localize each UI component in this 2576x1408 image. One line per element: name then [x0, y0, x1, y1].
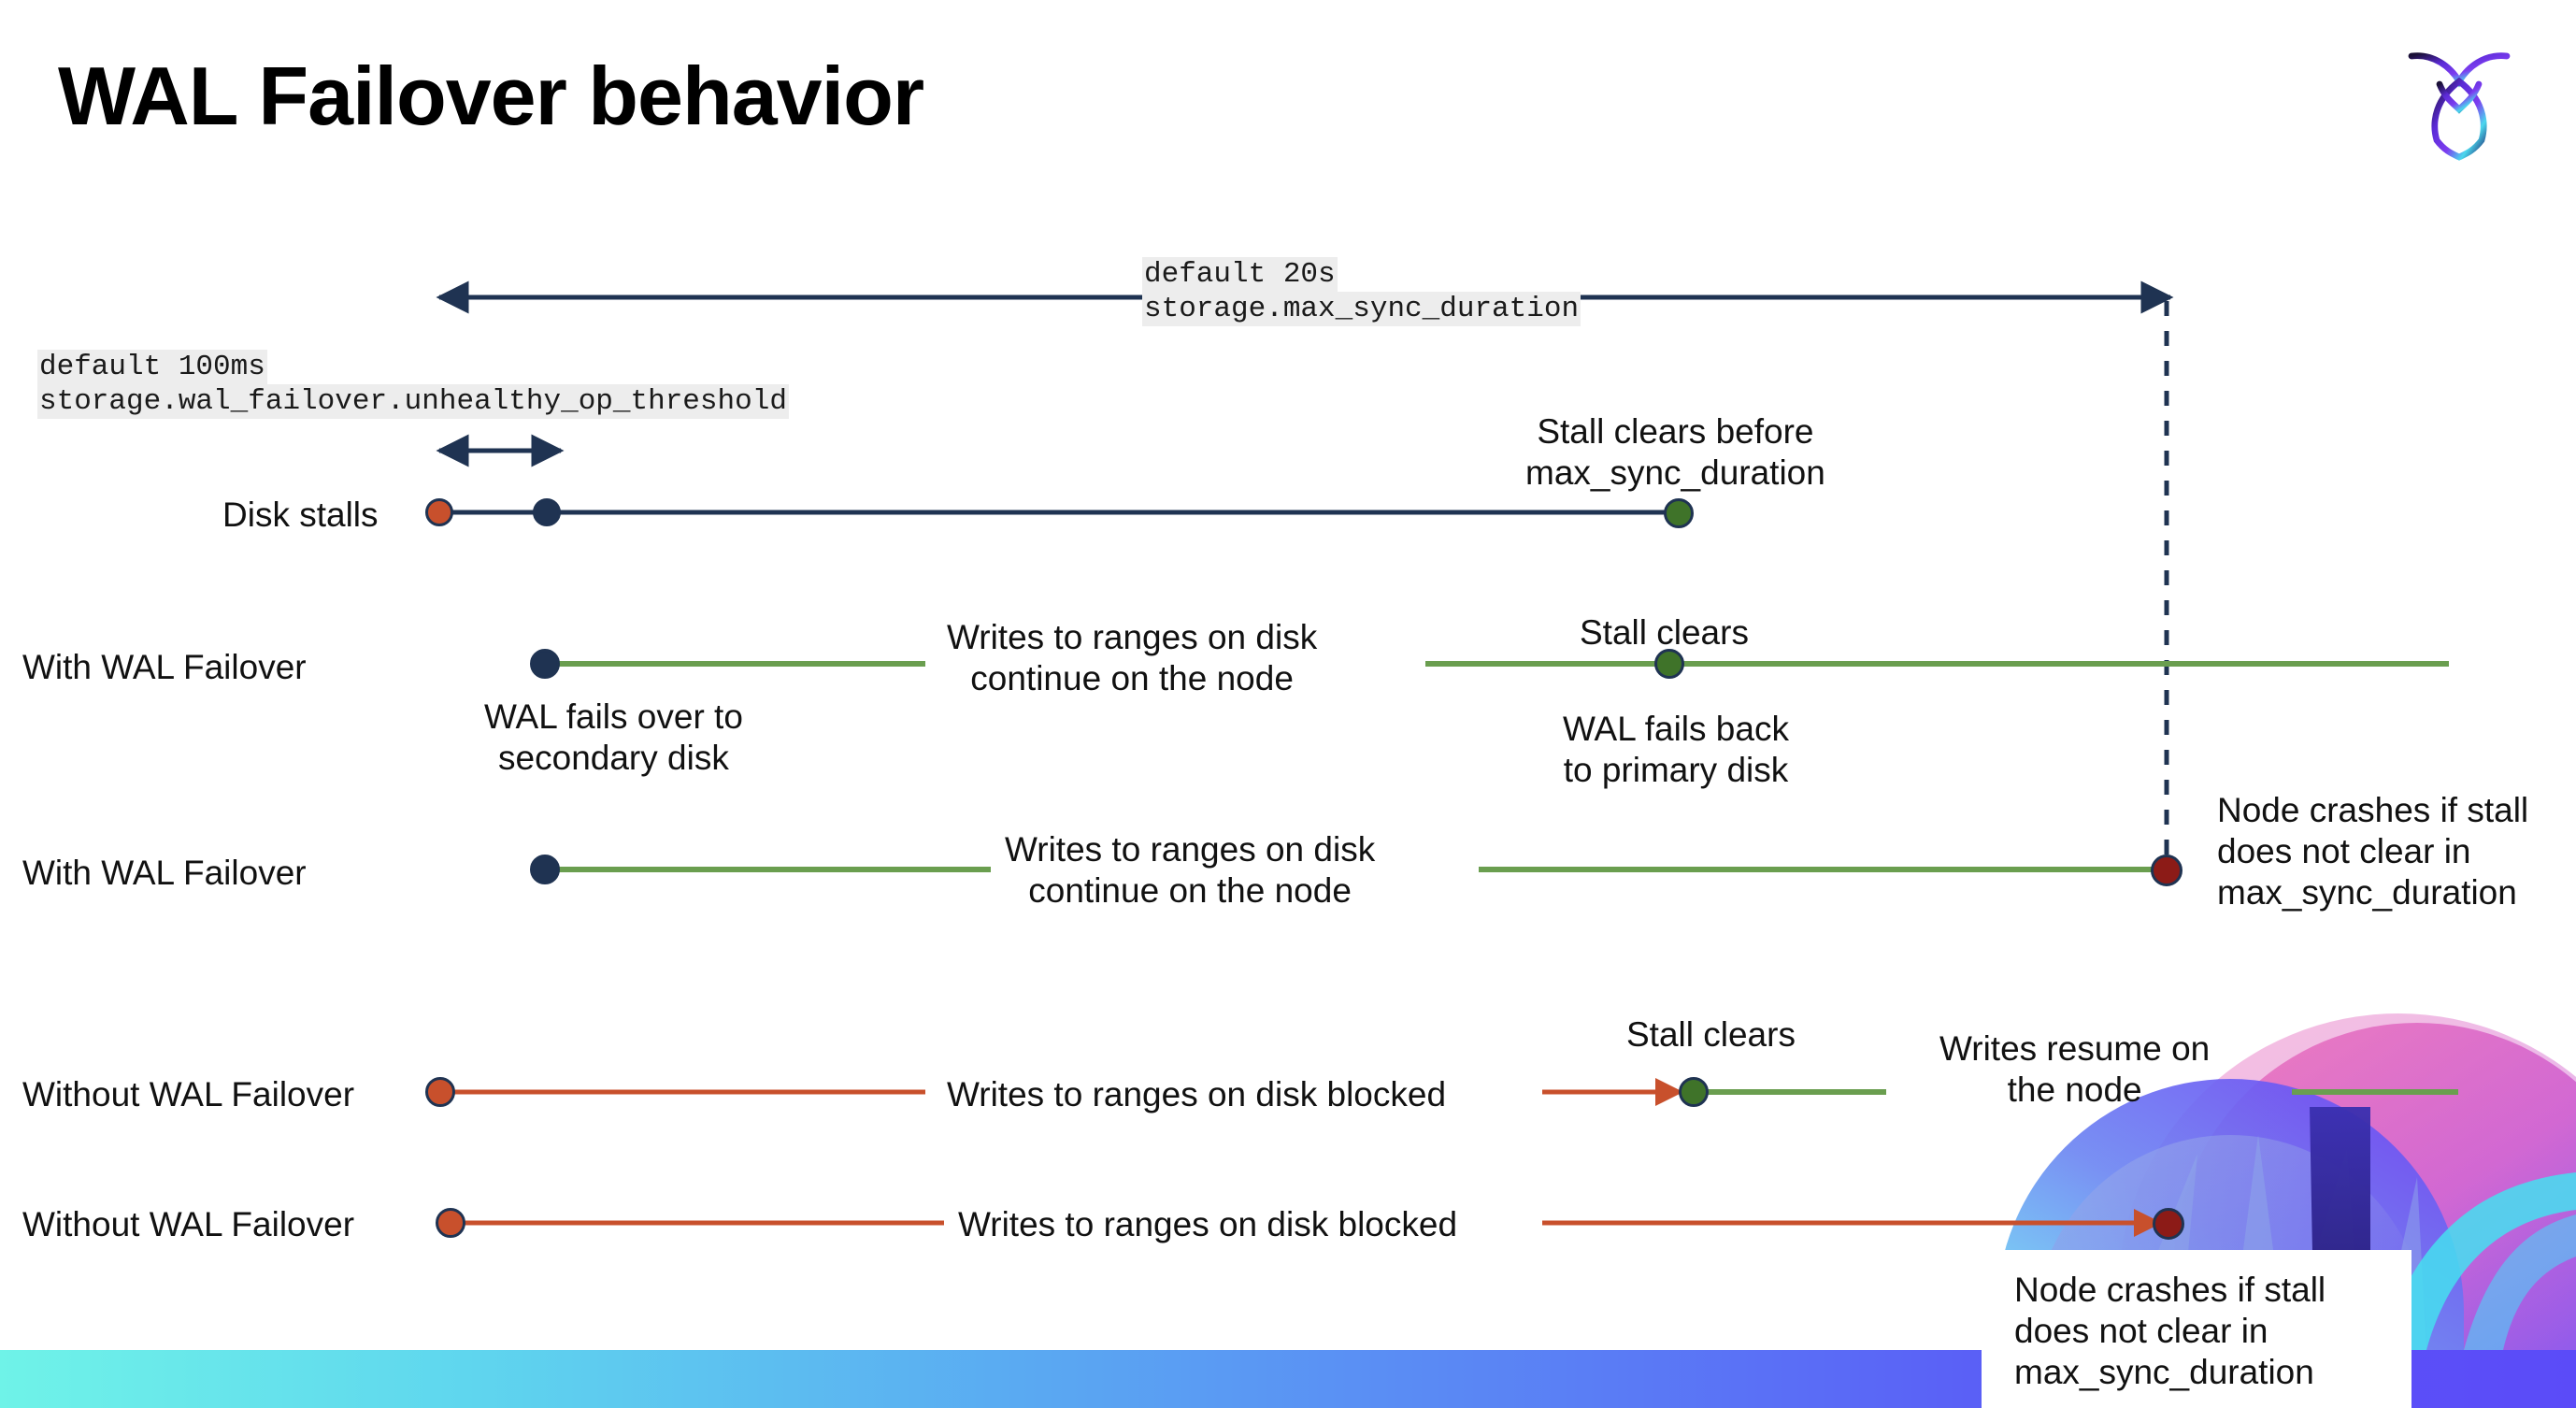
- note-writes-continue-1-line1: Writes to ranges on disk: [947, 618, 1318, 656]
- node-crashes-callout-box: [1982, 1250, 2411, 1408]
- marker-stall-clears-row4: [1679, 1077, 1709, 1107]
- note-wal-fails-back: WAL fails back to primary disk: [1563, 709, 1789, 791]
- unhealthy-op-threshold-annotation: default 100ms storage.wal_failover.unhea…: [37, 350, 789, 419]
- note-writes-continue-2-line1: Writes to ranges on disk: [1005, 830, 1376, 869]
- unhealthy-op-default-text: default 100ms: [37, 350, 267, 384]
- note-wal-fails-over: WAL fails over to secondary disk: [484, 697, 743, 779]
- max-sync-setting-text: storage.max_sync_duration: [1142, 292, 1581, 326]
- marker-node-crash-2: [2153, 1208, 2184, 1240]
- note-writes-continue-2-line2: continue on the node: [1028, 871, 1352, 911]
- row-label-with-wal-failover-1: With WAL Failover: [22, 648, 307, 686]
- note-stall-clears-before-line2: max_sync_duration: [1525, 453, 1825, 493]
- marker-disk-stall-start-row5: [436, 1208, 465, 1238]
- cockroachdb-logo-icon: [2389, 28, 2529, 168]
- note-stall-clears-2-line1: Stall clears: [1626, 1015, 1796, 1054]
- note-node-crashes-2: Node crashes if stall does not clear in …: [2014, 1270, 2388, 1393]
- marker-node-crash-1: [2151, 855, 2182, 886]
- row-label-without-wal-failover-2: Without WAL Failover: [22, 1205, 355, 1243]
- unhealthy-op-setting-text: storage.wal_failover.unhealthy_op_thresh…: [37, 384, 789, 419]
- note-writes-continue-1: Writes to ranges on disk continue on the…: [947, 617, 1317, 699]
- note-writes-blocked-1: Writes to ranges on disk blocked: [947, 1075, 1447, 1113]
- marker-wal-fails-over-1: [530, 649, 560, 679]
- note-wal-fails-back-line2: to primary disk: [1563, 751, 1789, 790]
- max-sync-duration-annotation: default 20s storage.max_sync_duration: [1142, 257, 1581, 326]
- note-writes-resume-line1: Writes resume on: [1939, 1029, 2211, 1068]
- note-writes-continue-1-line2: continue on the node: [970, 659, 1294, 698]
- note-node-crashes-2-line1: Node crashes if stall: [2014, 1271, 2326, 1309]
- note-stall-clears-1-line1: Stall clears: [1580, 613, 1749, 652]
- marker-stall-clears-disk-row: [1664, 498, 1694, 528]
- note-stall-clears-before: Stall clears before max_sync_duration: [1525, 411, 1825, 494]
- note-node-crashes-1: Node crashes if stall does not clear in …: [2217, 790, 2572, 913]
- marker-wal-fails-over-2: [530, 855, 560, 884]
- note-node-crashes-1-line3: max_sync_duration: [2217, 873, 2517, 912]
- row-label-without-wal-failover-1: Without WAL Failover: [22, 1075, 355, 1113]
- note-wal-fails-back-line1: WAL fails back: [1563, 710, 1789, 748]
- row-label-with-wal-failover-2: With WAL Failover: [22, 854, 307, 892]
- note-node-crashes-2-line3: max_sync_duration: [2014, 1353, 2314, 1392]
- note-stall-clears-1: Stall clears: [1580, 612, 1749, 654]
- note-node-crashes-1-line2: does not clear in: [2217, 832, 2471, 871]
- note-stall-clears-2: Stall clears: [1626, 1014, 1796, 1056]
- note-writes-resume-line2: the node: [2007, 1070, 2142, 1110]
- note-stall-clears-before-line1: Stall clears before: [1537, 412, 1814, 451]
- note-writes-resume: Writes resume on the node: [1939, 1028, 2210, 1111]
- row-label-disk-stalls: Disk stalls: [222, 496, 379, 534]
- page-title: WAL Failover behavior: [58, 50, 924, 142]
- note-writes-continue-2: Writes to ranges on disk continue on the…: [1005, 829, 1375, 912]
- marker-stall-clears-row2: [1654, 649, 1684, 679]
- marker-disk-stall-start: [425, 498, 453, 526]
- note-wal-fails-over-line1: WAL fails over to: [484, 697, 743, 736]
- marker-disk-stall-start-row4: [425, 1077, 455, 1107]
- note-wal-fails-over-line2: secondary disk: [498, 739, 729, 778]
- note-node-crashes-2-line2: does not clear in: [2014, 1312, 2268, 1351]
- note-writes-blocked-2: Writes to ranges on disk blocked: [958, 1205, 1458, 1243]
- note-node-crashes-1-line1: Node crashes if stall: [2217, 791, 2529, 829]
- max-sync-default-text: default 20s: [1142, 257, 1338, 292]
- marker-wal-failover-trigger: [533, 498, 561, 526]
